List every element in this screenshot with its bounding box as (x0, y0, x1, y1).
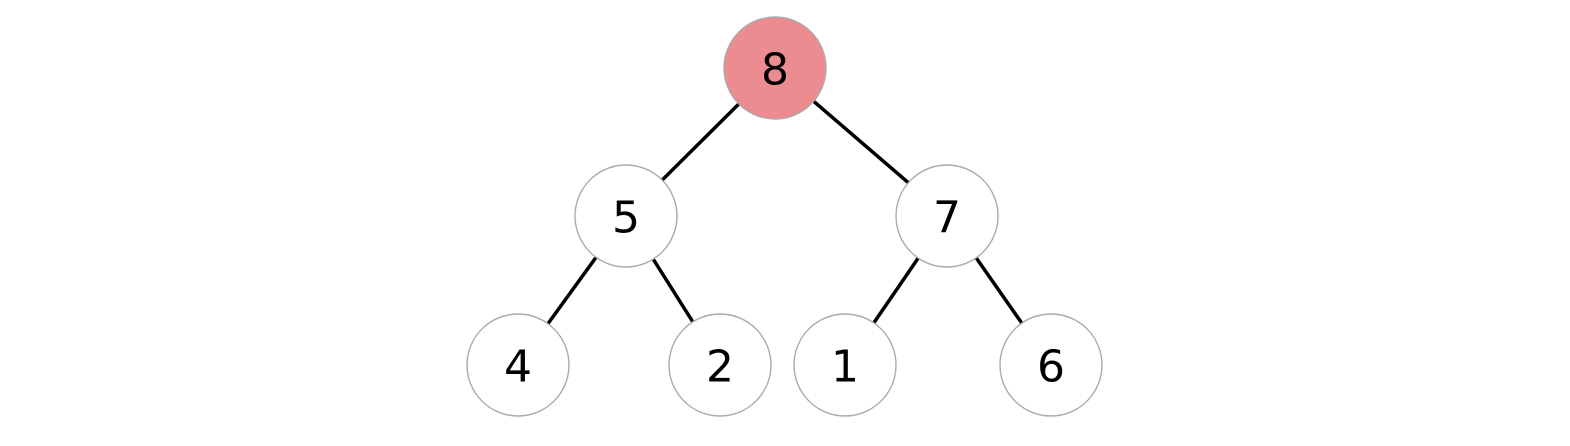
tree-node-2: 2 (668, 313, 772, 417)
node-label: 1 (831, 341, 859, 392)
node-circle (466, 313, 570, 417)
node-circle (895, 164, 999, 268)
node-label: 4 (504, 341, 532, 392)
tree-node-4: 4 (466, 313, 570, 417)
node-label: 2 (706, 341, 734, 392)
node-circle (999, 313, 1103, 417)
tree-node-6: 6 (999, 313, 1103, 417)
tree-node-7: 7 (895, 164, 999, 268)
node-label: 7 (933, 192, 961, 243)
tree-node-1: 1 (793, 313, 897, 417)
tree-node-8: 8 (723, 16, 827, 120)
node-label: 8 (761, 44, 789, 95)
node-circle (574, 164, 678, 268)
tree-node-5: 5 (574, 164, 678, 268)
node-circle (668, 313, 772, 417)
node-label: 5 (612, 192, 640, 243)
node-circle-highlighted (723, 16, 827, 120)
node-circle (793, 313, 897, 417)
node-label: 6 (1037, 341, 1065, 392)
